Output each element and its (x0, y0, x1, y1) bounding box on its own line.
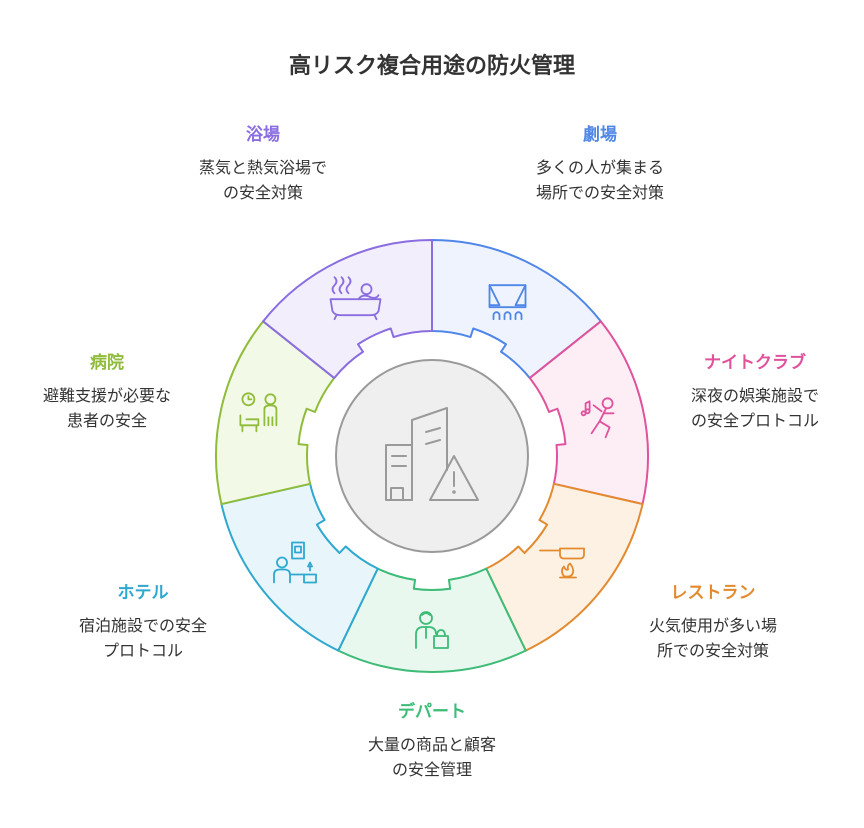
segment-hospital (215, 320, 336, 506)
label-desc-bath: 蒸気と熱気浴場で (198, 158, 327, 177)
buildings-warning-icon (385, 407, 479, 501)
label-title-hotel: ホテル (117, 583, 169, 603)
label-theater: 劇場多くの人が集まる場所での安全対策 (490, 120, 710, 205)
label-title-nightclub: ナイトクラブ (704, 353, 806, 373)
center-hub (335, 359, 529, 553)
diagram-title: 高リスク複合用途の防火管理 (288, 54, 575, 79)
frying-pan-flame-icon (539, 547, 585, 579)
label-title-department: デパート (398, 702, 466, 722)
label-title-theater: 劇場 (583, 125, 617, 145)
label-desc2-nightclub: の安全プロトコル (690, 411, 819, 430)
label-desc-restaurant: 火気使用が多い場 (648, 616, 777, 635)
label-desc2-department: の安全管理 (391, 760, 472, 779)
segment-theater (431, 239, 602, 380)
label-title-bath: 浴場 (246, 125, 280, 145)
label-desc-hospital: 避難支援が必要な (42, 386, 171, 405)
label-restaurant: レストラン火気使用が多い場所での安全対策 (603, 578, 823, 663)
label-desc2-hospital: 患者の安全 (66, 411, 147, 430)
label-title-restaurant: レストラン (670, 583, 756, 603)
label-desc2-bath: の安全対策 (222, 183, 303, 202)
hospital-patient-icon (239, 392, 278, 433)
label-desc2-theater: 場所での安全対策 (535, 183, 664, 202)
shopper-bag-icon (415, 611, 449, 649)
label-nightclub: ナイトクラブ深夜の娯楽施設での安全プロトコル (645, 348, 864, 433)
label-desc-theater: 多くの人が集まる (535, 158, 664, 177)
label-title-hospital: 病院 (90, 353, 124, 373)
dancer-icon (580, 397, 615, 439)
segment-hotel (220, 482, 379, 652)
theater-curtain-icon (488, 284, 527, 321)
hotel-reception-icon (273, 541, 317, 584)
segment-bath (262, 239, 433, 380)
label-hospital: 病院避難支援が必要な患者の安全 (0, 348, 217, 433)
bathtub-steam-icon (329, 276, 382, 321)
label-department: デパート大量の商品と顧客の安全管理 (322, 697, 542, 782)
label-desc2-restaurant: 所での安全対策 (656, 641, 769, 660)
label-desc2-hotel: プロトコル (102, 641, 183, 660)
label-desc-department: 大量の商品と顧客 (367, 735, 496, 754)
label-desc-hotel: 宿泊施設での安全 (78, 616, 207, 635)
label-desc-nightclub: 深夜の娯楽施設で (690, 386, 819, 405)
label-bath: 浴場蒸気と熱気浴場での安全対策 (153, 120, 373, 205)
label-hotel: ホテル宿泊施設での安全プロトコル (33, 578, 253, 663)
